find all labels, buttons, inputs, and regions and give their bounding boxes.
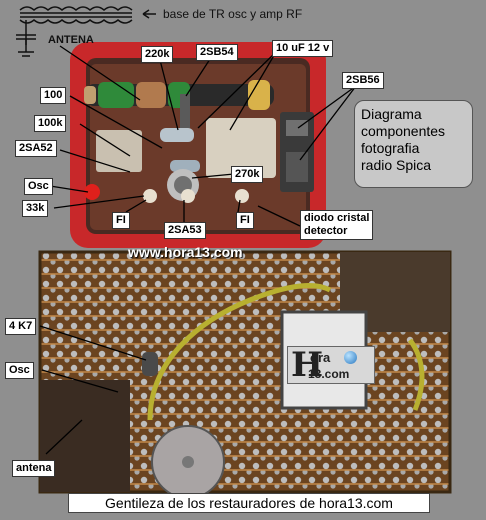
label-osc-bottom: Osc: [5, 362, 34, 379]
tuning-capacitor: [206, 118, 276, 178]
label-2sb56: 2SB56: [342, 72, 384, 89]
label-220k: 220k: [141, 46, 174, 63]
diagram-line4: radio Spica: [361, 157, 432, 173]
diode-line2: detector: [304, 225, 348, 237]
diagram-title-box: Diagrama componentes fotografia radio Sp…: [354, 100, 473, 188]
footer-credit: Gentileza de los restauradores de hora13…: [68, 493, 430, 513]
antenna-schematic: [16, 6, 156, 57]
label-2sa52: 2SA52: [15, 140, 57, 157]
diode-line1: diodo cristal: [304, 212, 370, 224]
label-10uf: 10 uF 12 v: [272, 40, 334, 57]
label-270k: 270k: [231, 166, 264, 183]
watermark-letter: H: [291, 345, 324, 385]
globe-icon: [344, 351, 357, 364]
label-diode: diodo cristal detector: [300, 210, 374, 240]
label-2sb54: 2SB54: [196, 44, 238, 61]
label-osc-top: Osc: [24, 178, 53, 195]
label-33k: 33k: [22, 200, 49, 217]
website-url: www.hora13.com: [128, 244, 243, 260]
diagram-line3: fotografia: [361, 140, 420, 156]
watermark-bottom: 13.com: [308, 367, 350, 381]
label-100k: 100k: [34, 115, 67, 132]
label-antena-bottom: antena: [12, 460, 56, 477]
label-2sa53: 2SA53: [164, 222, 206, 239]
label-4k7: 4 K7: [5, 318, 37, 335]
pointer-lines: [39, 45, 357, 455]
antenna-note: base de TR osc y amp RF: [163, 7, 303, 21]
hora13-watermark: H ora 13.com: [287, 345, 375, 385]
antena-top-label: ANTENA: [48, 34, 94, 46]
diagram-line1: Diagrama: [361, 106, 422, 122]
watermark-top: ora: [310, 350, 331, 365]
label-fi-left: FI: [112, 212, 130, 229]
label-100: 100: [40, 87, 67, 104]
diagram-line2: componentes: [361, 123, 446, 139]
label-fi-right: FI: [236, 212, 254, 229]
